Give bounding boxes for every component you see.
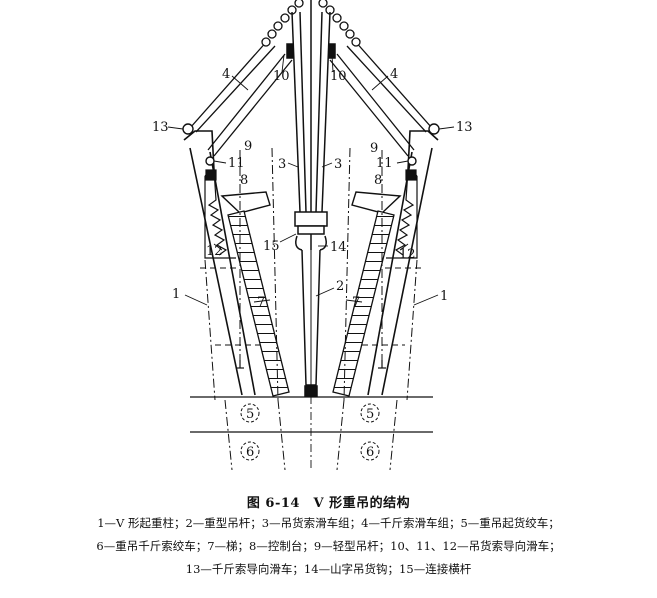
heavy-derrick-boom — [286, 0, 336, 386]
left-post-housing — [204, 169, 236, 259]
label-10-left: 10 — [273, 69, 290, 84]
label-15: 15 — [263, 239, 280, 254]
label-10-right: 10 — [330, 69, 347, 84]
label-2: 2 — [336, 279, 344, 294]
label-6-right: 6 — [366, 445, 374, 460]
label-11-left: 11 — [228, 156, 245, 171]
label-1-left: 1 — [172, 287, 180, 302]
label-7-left: 7 — [257, 295, 265, 310]
label-7-right: 7 — [352, 295, 360, 310]
label-4-right: 4 — [390, 67, 398, 82]
legend-line-3: 13—千斤索导向滑车；14—山字吊货钩；15—连接横杆 — [185, 562, 472, 576]
legend-line-2: 6—重吊千斤索绞车；7—梯；8—控制台；9—轻型吊杆；10、11、12—吊货索导… — [96, 539, 561, 553]
label-13-right: 13 — [456, 120, 473, 135]
right-post-housing — [386, 169, 418, 259]
topping-lift-tackles — [189, 39, 433, 157]
label-5-right: 5 — [366, 407, 374, 422]
trident-cargo-hook — [295, 234, 327, 397]
label-4-left: 4 — [222, 67, 230, 82]
light-derricks — [204, 147, 418, 471]
ladders — [227, 210, 395, 397]
label-11-right: 11 — [376, 156, 393, 171]
label-5-left: 5 — [246, 407, 254, 422]
label-12-left: 12 — [206, 244, 223, 259]
label-8-left: 8 — [240, 173, 248, 188]
connecting-cross-bar — [294, 211, 328, 235]
control-stands — [220, 191, 402, 214]
deck-lines — [190, 396, 433, 433]
winch-circles — [240, 403, 380, 461]
label-9-right: 9 — [370, 141, 378, 156]
masthead-block-chain — [261, 0, 361, 47]
part-number-labels: 1 1 2 3 3 4 4 5 5 6 6 7 7 8 8 9 9 10 10 … — [152, 67, 473, 460]
label-14: 14 — [330, 240, 347, 255]
label-8-right: 8 — [374, 173, 382, 188]
leader-lines — [167, 54, 455, 306]
figure-caption-title: 图 6-14 V 形重吊的结构 — [246, 496, 411, 511]
label-3-left: 3 — [278, 157, 286, 172]
label-9-left: 9 — [244, 139, 252, 154]
topping-lift-guide-blocks — [182, 123, 440, 166]
label-1-right: 1 — [440, 289, 448, 304]
label-12-right: 12 — [399, 247, 416, 262]
label-13-left: 13 — [152, 120, 169, 135]
boom-rest-markers — [236, 360, 386, 369]
legend-line-1: 1—V 形起重柱；2—重型吊杆；3—吊货索滑车组；4—千斤索滑车组；5—重吊起货… — [97, 516, 560, 530]
label-3-right: 3 — [334, 157, 342, 172]
label-6-left: 6 — [246, 445, 254, 460]
